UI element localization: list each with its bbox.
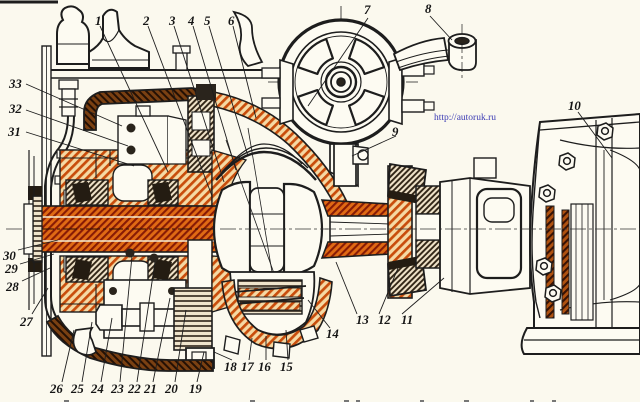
svg-text:9: 9 — [392, 125, 399, 139]
svg-text:14: 14 — [326, 327, 339, 341]
svg-text:18: 18 — [224, 360, 237, 374]
svg-text:29: 29 — [4, 262, 18, 276]
svg-text:1: 1 — [95, 14, 101, 28]
svg-text:3: 3 — [168, 14, 176, 28]
svg-text:30: 30 — [2, 249, 16, 263]
svg-text:13: 13 — [356, 313, 369, 327]
svg-text:http://autoruk.ru: http://autoruk.ru — [434, 113, 496, 123]
svg-text:28: 28 — [5, 280, 19, 294]
svg-text:16: 16 — [258, 360, 271, 374]
svg-text:8: 8 — [425, 2, 432, 16]
svg-text:20: 20 — [164, 382, 178, 396]
svg-text:33: 33 — [8, 77, 22, 91]
svg-text:4: 4 — [187, 14, 195, 28]
svg-text:25: 25 — [70, 382, 84, 396]
svg-text:19: 19 — [189, 382, 202, 396]
svg-text:11: 11 — [401, 313, 413, 327]
svg-text:23: 23 — [110, 382, 124, 396]
svg-text:6: 6 — [228, 14, 235, 28]
svg-text:10: 10 — [568, 99, 581, 113]
svg-text:15: 15 — [280, 360, 293, 374]
svg-text:27: 27 — [19, 315, 33, 329]
svg-text:22: 22 — [127, 382, 141, 396]
svg-text:26: 26 — [49, 382, 63, 396]
svg-text:17: 17 — [241, 360, 254, 374]
svg-text:21: 21 — [143, 382, 157, 396]
svg-text:32: 32 — [8, 102, 22, 116]
svg-text:2: 2 — [142, 14, 150, 28]
svg-text:31: 31 — [7, 125, 21, 139]
svg-text:24: 24 — [90, 382, 104, 396]
svg-text:5: 5 — [204, 14, 211, 28]
svg-text:7: 7 — [364, 3, 371, 17]
svg-text:12: 12 — [378, 313, 391, 327]
